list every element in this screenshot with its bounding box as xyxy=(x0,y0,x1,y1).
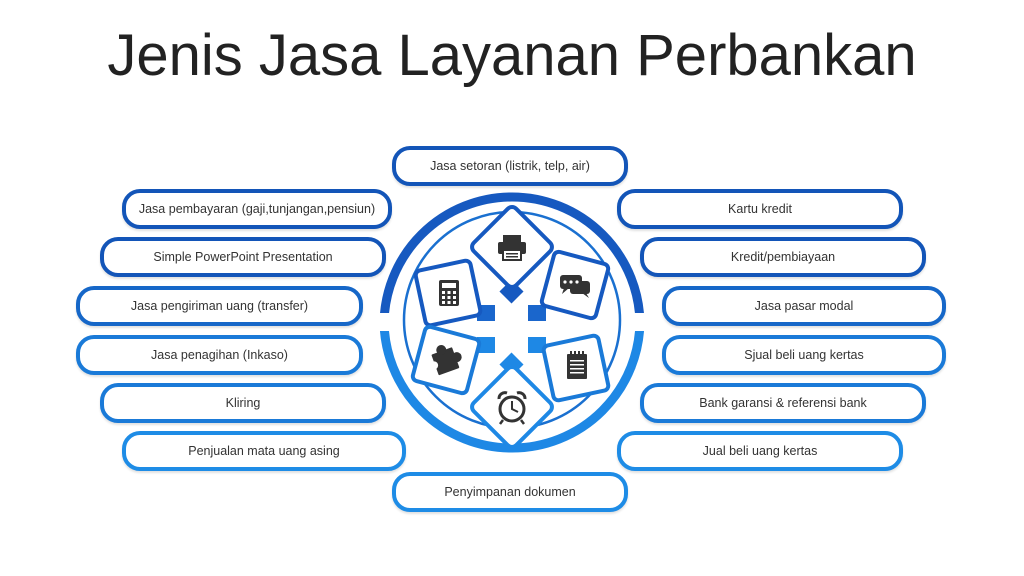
left-service-1: Jasa pembayaran (gaji,tunjangan,pensiun) xyxy=(122,189,392,229)
left-service-2: Simple PowerPoint Presentation xyxy=(100,237,386,277)
calculator-tile xyxy=(413,258,483,328)
printer-tile xyxy=(470,205,554,289)
right-service-1: Kartu kredit xyxy=(617,189,903,229)
chat-tile xyxy=(539,249,611,321)
left-service-4: Jasa penagihan (Inkaso) xyxy=(76,335,363,375)
service-bottom: Penyimpanan dokumen xyxy=(392,472,628,512)
printer-icon xyxy=(498,235,526,261)
right-service-2: Kredit/pembiayaan xyxy=(640,237,926,277)
right-service-3: Jasa pasar modal xyxy=(662,286,946,326)
left-service-3: Jasa pengiriman uang (transfer) xyxy=(76,286,363,326)
calculator-icon xyxy=(439,280,459,306)
notepad-tile xyxy=(541,333,611,403)
left-service-6: Penjualan mata uang asing xyxy=(122,431,406,471)
right-service-5: Bank garansi & referensi bank xyxy=(640,383,926,423)
right-service-6: Jual beli uang kertas xyxy=(617,431,903,471)
puzzle-icon xyxy=(430,345,462,376)
alarm-clock-tile xyxy=(470,365,554,449)
right-service-4: Sjual beli uang kertas xyxy=(662,335,946,375)
service-top: Jasa setoran (listrik, telp, air) xyxy=(392,146,628,186)
page-title: Jenis Jasa Layanan Perbankan xyxy=(107,23,917,88)
puzzle-tile xyxy=(410,324,482,396)
chat-icon xyxy=(560,275,590,298)
alarm-clock-icon xyxy=(497,391,527,425)
left-service-5: Kliring xyxy=(100,383,386,423)
outer-ring-top xyxy=(380,192,644,313)
center-graphic xyxy=(379,192,645,453)
notepad-icon xyxy=(567,351,587,379)
